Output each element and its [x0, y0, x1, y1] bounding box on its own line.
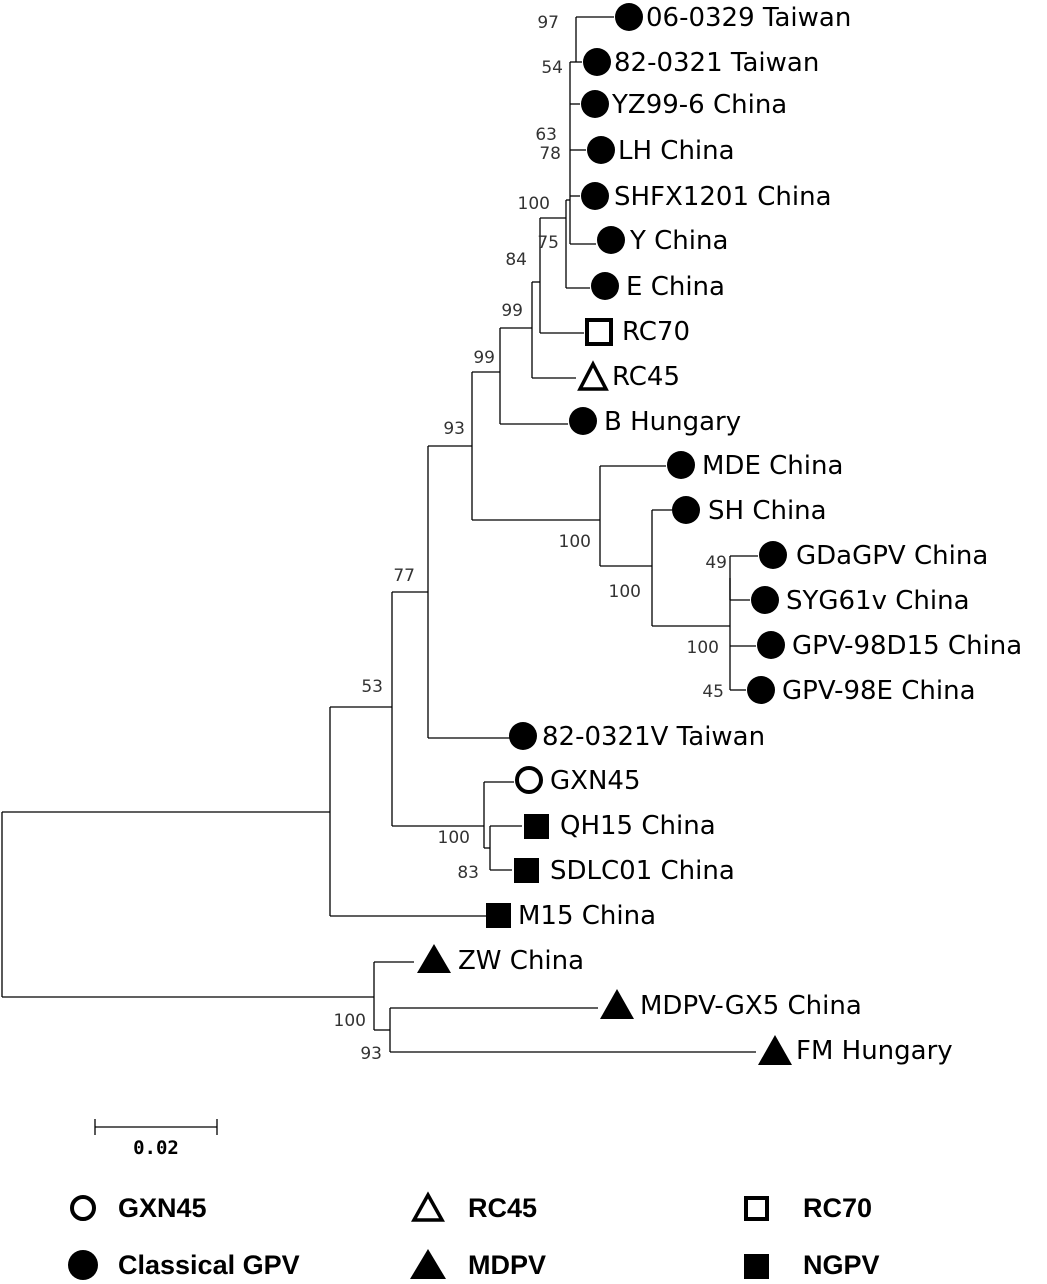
tree-branches [1, 16, 758, 1053]
filled-circle-marker [581, 90, 609, 118]
bootstrap-value: 78 [539, 144, 561, 164]
bootstrap-value: 100 [559, 532, 591, 552]
bootstrap-value: 45 [702, 682, 724, 702]
taxon-label-gxn45: GXN45 [550, 766, 641, 796]
taxon-label-y-china: Y China [629, 226, 728, 256]
taxon-label-06-0329-taiwan: 06-0329 Taiwan [646, 3, 851, 33]
taxon-label-qh15-china: QH15 China [560, 811, 716, 841]
taxon-label-mde-china: MDE China [702, 451, 843, 481]
legend-filled-triangle-icon [410, 1249, 446, 1279]
bootstrap-value: 49 [705, 553, 727, 573]
bootstrap-value: 77 [393, 566, 415, 586]
taxon-label-sdlc01-china: SDLC01 China [550, 856, 735, 886]
filled-circle-marker [757, 631, 785, 659]
legend-label-rc45: RC45 [468, 1193, 537, 1223]
taxon-label-82-0321v-taiwan: 82-0321V Taiwan [542, 722, 765, 752]
legend: GXN45 RC45 RC70 Classical GPV MDPV NGPV [68, 1191, 880, 1280]
scale-bar-line [94, 1119, 218, 1135]
open-square-marker [585, 318, 613, 346]
filled-circle-marker [569, 407, 597, 435]
bootstrap-value: 100 [438, 828, 470, 848]
taxon-label-yz99-6-china: YZ99-6 China [611, 90, 787, 120]
filled-circle-marker [581, 182, 609, 210]
filled-square-marker [486, 903, 511, 928]
open-triangle-marker [577, 360, 609, 391]
legend-filled-circle-icon [68, 1250, 98, 1280]
filled-triangle-marker [417, 944, 451, 973]
bootstrap-value: 54 [541, 58, 563, 78]
bootstrap-value: 100 [334, 1011, 366, 1031]
legend-label-gxn45: GXN45 [118, 1193, 207, 1223]
bootstrap-value: 84 [505, 250, 527, 270]
bootstrap-value: 97 [537, 13, 559, 33]
legend-filled-square-icon [744, 1254, 769, 1279]
filled-circle-marker [583, 48, 611, 76]
legend-label-mdpv: MDPV [468, 1250, 546, 1280]
taxon-label-rc70: RC70 [622, 317, 690, 347]
bootstrap-value: 99 [473, 348, 495, 368]
legend-open-circle-icon [70, 1195, 96, 1221]
taxon-label-82-0321-taiwan: 82-0321 Taiwan [614, 48, 819, 78]
taxon-label-zw-china: ZW China [458, 946, 584, 976]
taxon-label-fm-hungary: FM Hungary [796, 1036, 953, 1066]
filled-square-marker [514, 858, 539, 883]
open-circle-marker [515, 766, 543, 794]
filled-square-marker [524, 814, 549, 839]
bootstrap-value: 83 [457, 863, 479, 883]
filled-circle-marker [751, 586, 779, 614]
taxon-label-e-china: E China [626, 272, 725, 302]
taxon-label-rc45: RC45 [612, 362, 680, 392]
filled-circle-marker [615, 3, 643, 31]
taxon-label-syg61v-china: SYG61v China [786, 586, 970, 616]
taxon-label-b-hungary: B Hungary [604, 407, 741, 437]
bootstrap-value: 100 [687, 638, 719, 658]
filled-circle-marker [587, 136, 615, 164]
filled-circle-marker [672, 496, 700, 524]
taxon-label-gdagpv-china: GDaGPV China [796, 541, 988, 571]
bootstrap-value: 100 [609, 582, 641, 602]
filled-circle-marker [747, 676, 775, 704]
taxon-label-sh-china: SH China [708, 496, 827, 526]
taxon-label-m15-china: M15 China [518, 901, 656, 931]
filled-triangle-marker [600, 989, 634, 1019]
legend-label-ngpv: NGPV [803, 1250, 880, 1280]
filled-circle-marker [759, 541, 787, 569]
legend-open-square-icon [744, 1196, 769, 1221]
taxon-label-lh-china: LH China [618, 136, 735, 166]
taxon-label-mdpv-gx5-china: MDPV-GX5 China [640, 991, 862, 1021]
legend-label-classical-gpv: Classical GPV [118, 1250, 300, 1280]
filled-circle-marker [597, 226, 625, 254]
bootstrap-value: 63 [535, 125, 557, 145]
bootstrap-value: 93 [360, 1044, 382, 1064]
bootstrap-value: 53 [361, 677, 383, 697]
taxon-label-gpv-98e-china: GPV-98E China [782, 676, 976, 706]
bootstrap-value: 100 [518, 194, 550, 214]
filled-triangle-marker [758, 1035, 792, 1065]
legend-label-rc70: RC70 [803, 1193, 872, 1223]
bootstrap-values: 97 54 63 78 100 75 84 99 99 93 100 100 4… [334, 13, 727, 1064]
bootstrap-value: 93 [443, 419, 465, 439]
bootstrap-value: 99 [501, 301, 523, 321]
taxon-label-gpv-98d15-china: GPV-98D15 China [792, 631, 1022, 661]
filled-circle-marker [591, 272, 619, 300]
scale-bar-label: 0.02 [133, 1137, 179, 1159]
scale-bar: 0.02 [94, 1119, 218, 1159]
taxon-label-shfx1201-china: SHFX1201 China [614, 182, 832, 212]
tree-taxa: 06-0329 Taiwan 82-0321 Taiwan YZ99-6 Chi… [417, 3, 1022, 1066]
filled-circle-marker [667, 451, 695, 479]
legend-open-triangle-icon [411, 1191, 445, 1222]
bootstrap-value: 75 [537, 233, 559, 253]
filled-circle-marker [509, 722, 537, 750]
